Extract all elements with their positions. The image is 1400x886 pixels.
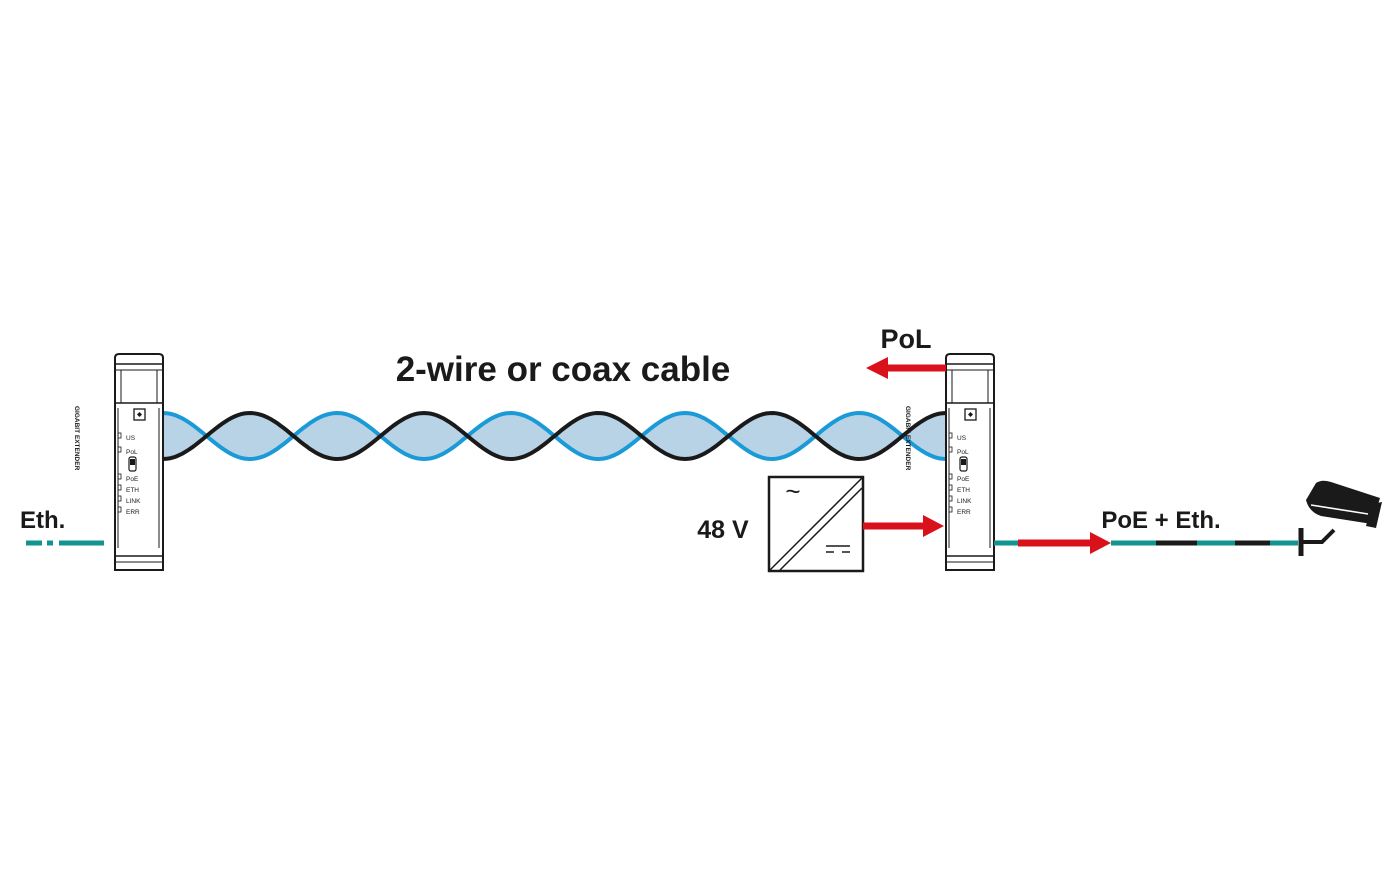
ac-symbol: ~ [785, 476, 800, 506]
right-led-eth: ETH [957, 487, 970, 494]
cable-wire-black [162, 410, 947, 462]
power-supply: ~ [767, 475, 865, 573]
pol-label: PoL [881, 324, 932, 354]
right-extender-device: GIGABIT EXTENDER US PoL PoE ETH LINK ERR [904, 353, 995, 571]
cable-label: 2-wire or coax cable [396, 350, 731, 389]
left-led-poe: PoE [126, 476, 139, 483]
left-extender-model: GIGABIT EXTENDER [73, 406, 80, 471]
dc-symbol [826, 545, 850, 553]
left-led-pol: PoL [126, 449, 138, 456]
right-led-poe: PoE [957, 476, 970, 483]
camera-icon [1298, 480, 1382, 556]
poe-eth-label: PoE + Eth. [1101, 507, 1220, 534]
right-led-err: ERR [957, 509, 971, 516]
right-led-pol: PoL [957, 449, 969, 456]
left-led-err: ERR [126, 509, 140, 516]
left-extender-device: GIGABIT EXTENDER US PoL PoE ETH LINK ERR [73, 353, 164, 571]
left-led-link: LINK [126, 498, 141, 505]
right-led-link: LINK [957, 498, 972, 505]
power-supply-arrow [863, 515, 944, 537]
poe-cable-line [994, 532, 1298, 554]
right-extender-model: GIGABIT EXTENDER [904, 406, 911, 471]
left-led-us: US [126, 435, 136, 442]
eth-label: Eth. [20, 507, 65, 534]
pol-arrow [866, 357, 946, 379]
left-led-eth: ETH [126, 487, 139, 494]
voltage-label: 48 V [697, 516, 749, 544]
right-led-us: US [957, 435, 967, 442]
